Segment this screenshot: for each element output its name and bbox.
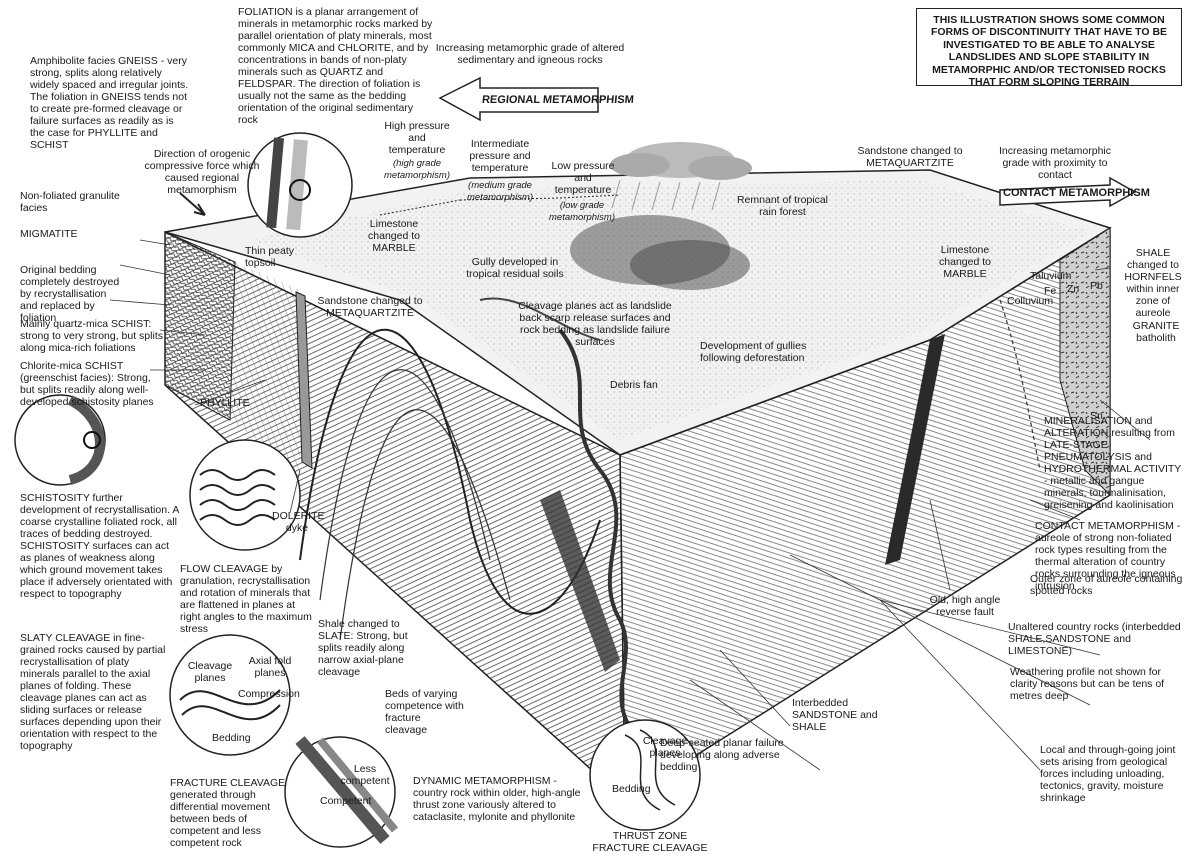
mineral-fe: Fe <box>1044 285 1056 297</box>
gneiss-label: Amphibolite facies GNEISS - very strong,… <box>30 55 190 151</box>
regional-arrow-label: REGIONAL METAMORPHISM <box>481 94 634 106</box>
contact-note: Increasing metamorphic grade with proxim… <box>990 145 1120 181</box>
orogenic-arrow <box>180 193 205 215</box>
metaquartzite-left-label: Sandstone changed to METAQUARTZITE <box>305 295 435 319</box>
weathering-label: Weathering profile not shown for clarity… <box>1010 666 1186 702</box>
granulite-label: Non-foliated granulite facies <box>20 190 130 214</box>
debris-label: Debris fan <box>610 379 680 391</box>
mineralisation-label: MINERALISATION and ALTERATION resulting … <box>1044 415 1186 511</box>
mineral-zn: Zn <box>1067 283 1079 295</box>
inset-schistosity <box>15 395 105 485</box>
orogenic-label: Direction of orogenic compressive force … <box>142 148 262 196</box>
inset-cleavage-planes: Cleavage planes <box>180 660 240 684</box>
flow-label: FLOW CLEAVAGE by granulation, recrystall… <box>180 563 315 635</box>
cleavage-act-label: Cleavage planes act as landslide back sc… <box>515 300 675 348</box>
joints-label: Local and through-going joint sets arisi… <box>1040 744 1185 804</box>
metaquartzite-right-label: Sandstone changed to METAQUARTZITE <box>855 145 965 169</box>
schistosity-label: SCHISTOSITY further development of recry… <box>20 492 180 600</box>
title-box-text: THIS ILLUSTRATION SHOWS SOME COMMON FORM… <box>917 9 1181 93</box>
rainforest-label: Remnant of tropical rain forest <box>735 194 830 218</box>
title-box: THIS ILLUSTRATION SHOWS SOME COMMON FORM… <box>916 8 1182 86</box>
regional-note: Increasing metamorphic grade of altered … <box>430 42 630 66</box>
hornfels-label: SHALE changed to HORNFELS within inner z… <box>1118 247 1188 319</box>
quartz-mica-label: Mainly quartz-mica SCHIST: strong to ver… <box>20 318 170 354</box>
foliation-label: FOLIATION is a planar arrangement of min… <box>238 6 434 126</box>
migmatite-label: MIGMATITE <box>20 228 78 240</box>
inset-axial: Axial fold planes <box>240 655 300 679</box>
fracture-label: FRACTURE CLEAVAGE generated through diff… <box>170 777 290 849</box>
chlorite-label: Chlorite-mica SCHIST (greenschist facies… <box>20 360 155 408</box>
beds-label: Beds of varying competence with fracture… <box>385 688 465 736</box>
bedding-destroyed-label: Original bedding completely destroyed by… <box>20 264 125 324</box>
inset-thrust-cleavage: Cleavage planes <box>640 735 690 759</box>
outer-zone-label: Outer zone of aureole containing spotted… <box>1030 573 1190 597</box>
phyllite-label: PHYLLITE <box>200 397 250 409</box>
taluvium-label: Taluvium <box>1030 270 1090 282</box>
grade-low: Low pressure and temperature <box>548 160 618 196</box>
granite-label: GRANITE batholith <box>1125 320 1187 344</box>
contact-arrow-label: CONTACT METAMORPHISM <box>1003 187 1150 199</box>
marble-left-label: Limestone changed to MARBLE <box>354 218 434 254</box>
dynamic-label: DYNAMIC METAMORPHISM - country rock with… <box>413 775 583 823</box>
old-fault-label: Old, high angle reverse fault <box>920 594 1010 618</box>
dolerite-label: DOLERITE dyke <box>272 510 322 534</box>
slaty-label: SLATY CLEAVAGE in fine-grained rocks cau… <box>20 632 170 752</box>
slate-label: Shale changed to SLATE: Strong, but spli… <box>318 618 418 678</box>
mineral-pb: Pb <box>1090 280 1103 292</box>
grade-medium-note: (medium grade metamorphism) <box>460 180 540 204</box>
inset-bedding: Bedding <box>212 732 251 744</box>
grade-medium: Intermediate pressure and temperature <box>460 138 540 174</box>
inset-thrust-bedding: Bedding <box>612 783 651 795</box>
unaltered-label: Unaltered country rocks (interbedded SHA… <box>1008 621 1188 657</box>
gully-label: Gully developed in tropical residual soi… <box>460 256 570 280</box>
marble-right-label: Limestone changed to MARBLE <box>935 244 995 280</box>
inset-fracture <box>285 737 395 847</box>
inset-competent: Competent <box>320 795 371 807</box>
interbedded-label: Interbedded SANDSTONE and SHALE <box>792 697 902 733</box>
gullies-label: Development of gullies following defores… <box>700 340 840 364</box>
inset-compression: Compression <box>238 688 300 700</box>
thrust-label: THRUST ZONE FRACTURE CLEAVAGE <box>585 830 715 854</box>
colluvium-label: Colluvium <box>1007 295 1067 307</box>
inset-foliation <box>248 133 352 237</box>
topsoil-label: Thin peaty topsoil <box>245 245 295 269</box>
grade-high-note: (high grade metamorphism) <box>377 158 457 182</box>
grade-low-note: (low grade metamorphism) <box>542 200 622 224</box>
inset-less-competent: Less competent <box>330 763 400 787</box>
